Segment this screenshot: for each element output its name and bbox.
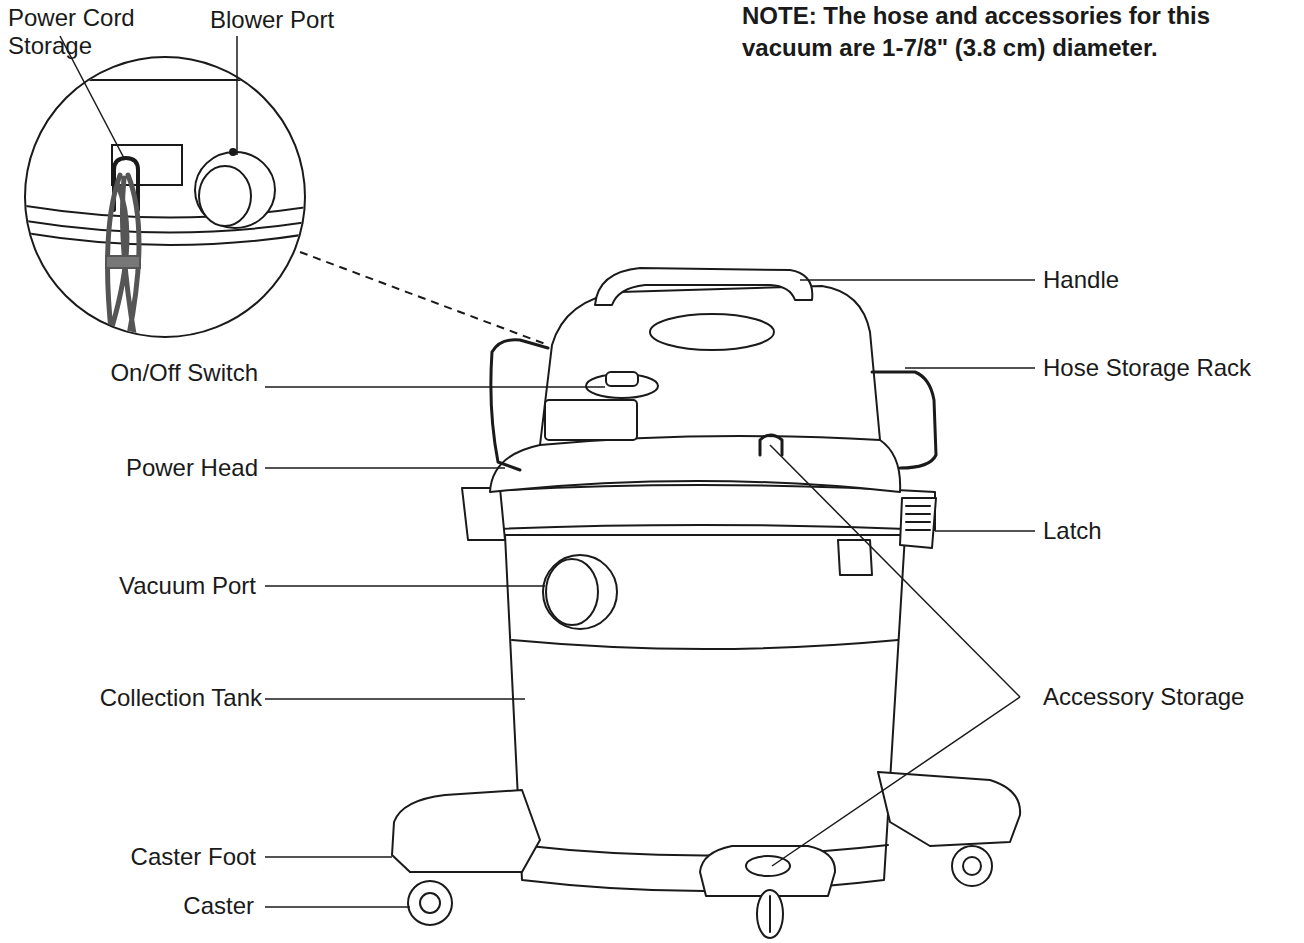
leader-line [265, 467, 505, 469]
caster-foot [700, 846, 835, 896]
rim-tab [838, 540, 872, 575]
part-label: Caster Foot [16, 843, 256, 871]
hose-rack [491, 340, 548, 470]
handle [595, 268, 812, 305]
caster-foot [392, 790, 540, 872]
port-mark [230, 149, 236, 155]
leader-line [905, 367, 1035, 369]
inset-head [20, 80, 320, 110]
leader-line [265, 386, 605, 388]
inset-rim [20, 220, 320, 233]
cord-strap [106, 256, 140, 268]
blower-port-inner [199, 166, 251, 226]
tank-band [512, 640, 898, 649]
inset-rim [20, 232, 320, 245]
caster-hub [769, 896, 771, 932]
part-label: Vacuum Port [16, 572, 256, 600]
tank-band [519, 845, 888, 856]
part-label: Hose Storage Rack [1043, 354, 1298, 382]
part-label: Caster [14, 892, 254, 920]
leader-line [265, 906, 410, 908]
leader-line [265, 856, 392, 858]
note-text: NOTE: The hose and accessories for this … [742, 0, 1302, 64]
leader-line [265, 585, 545, 587]
inset-circle [25, 57, 305, 337]
rim-tab [462, 488, 505, 540]
part-label: Power Head [18, 454, 258, 482]
blower-port [195, 152, 275, 228]
leader-line [935, 530, 1035, 532]
leader-line [770, 445, 1020, 697]
caster-hub [963, 857, 981, 875]
power-head [490, 286, 900, 492]
part-label: On/Off Switch [18, 359, 258, 387]
caster [757, 890, 783, 938]
caster-hub [420, 893, 440, 913]
leader-line [265, 698, 525, 700]
inset-pointer [300, 252, 548, 345]
inset-rim [20, 205, 320, 218]
part-label: Blower Port [210, 6, 380, 34]
part-label: Accessory Storage [1043, 683, 1298, 711]
inset-detail [20, 57, 548, 345]
switch-knob [606, 372, 638, 386]
caster [952, 846, 992, 886]
latch [900, 498, 936, 548]
caster-foot [878, 772, 1020, 846]
vacuum-port-inner [546, 559, 598, 625]
front-panel [545, 400, 637, 440]
leader-line [236, 36, 238, 155]
part-label: Latch [1043, 517, 1283, 545]
collection-tank [505, 535, 905, 891]
part-label: Power Cord Storage [8, 4, 138, 60]
part-label: Collection Tank [22, 684, 262, 712]
hose-rack [872, 372, 936, 468]
vacuum-port [543, 555, 617, 629]
latch-ridges [906, 506, 930, 530]
leader-line [800, 279, 1035, 281]
part-label: Handle [1043, 266, 1283, 294]
caster [408, 881, 452, 925]
leader-line [772, 697, 1020, 866]
tank-rim [470, 485, 935, 530]
lid-oval [650, 314, 774, 350]
